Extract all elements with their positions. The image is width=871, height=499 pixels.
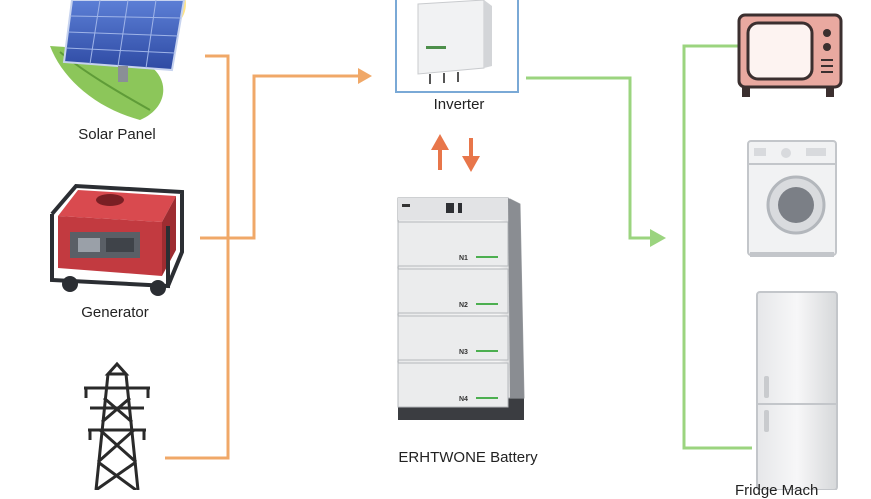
fridge-label: Fridge Mach [735, 482, 819, 499]
battery-module-label: N1 [459, 255, 468, 262]
inverter-out-line [526, 76, 652, 240]
fridge-icon [756, 291, 838, 490]
solar-line [205, 54, 230, 240]
washing-machine-icon [747, 140, 837, 257]
solar-panel-icon [50, 0, 186, 120]
battery-module-label: N4 [459, 396, 468, 403]
solar-panel-label: Solar Panel [78, 126, 156, 143]
module-status-bar [476, 303, 498, 305]
power-tower-icon [84, 361, 150, 490]
battery-module-label: N2 [459, 302, 468, 309]
module-status-bar [476, 256, 498, 258]
input-power-lines [165, 54, 360, 460]
inverter-icon [395, 0, 519, 93]
load-bus-line [682, 44, 752, 450]
discharge-arrow-shaft [438, 148, 442, 170]
module-status-bar [476, 350, 498, 352]
discharge-arrow-head [431, 134, 449, 150]
battery-module [397, 221, 509, 267]
generator-label: Generator [81, 304, 149, 321]
charge-arrows [431, 134, 480, 172]
generator-line [200, 74, 360, 240]
battery-label: ERHTWONE Battery [398, 449, 538, 466]
input-arrowhead [358, 68, 372, 84]
charge-arrow-shaft [469, 138, 473, 160]
battery-module-label: N3 [459, 349, 468, 356]
inverter-label: Inverter [433, 96, 485, 113]
generator-icon [50, 183, 184, 296]
battery-module [397, 362, 509, 408]
battery-module [397, 315, 509, 361]
charge-arrow-head [462, 156, 480, 172]
battery-module [397, 268, 509, 314]
grid-line [165, 240, 230, 460]
output-power-lines [526, 44, 752, 450]
tv-icon [737, 13, 843, 97]
output-arrowhead [650, 229, 666, 247]
module-status-bar [476, 397, 498, 399]
